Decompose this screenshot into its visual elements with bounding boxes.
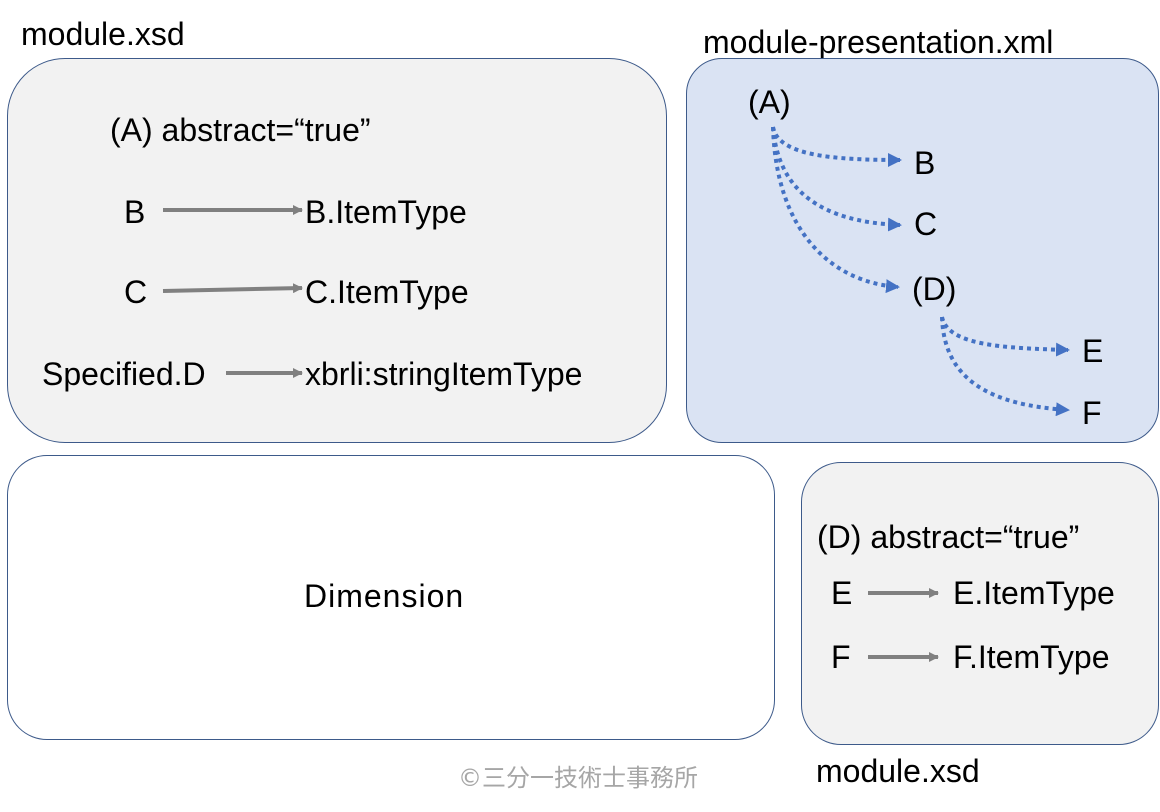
element-e-type: E.ItemType xyxy=(953,575,1115,611)
element-b-type: B.ItemType xyxy=(305,194,467,230)
element-c-type: C.ItemType xyxy=(305,274,469,310)
copyright-text: ©三分一技術士事務所 xyxy=(458,764,698,792)
element-b-label: B xyxy=(124,194,146,230)
element-specified-d-type: xbrli:stringItemType xyxy=(305,356,583,392)
dimension-box xyxy=(7,455,775,740)
top-left-abstract-line: (A) abstract=“true” xyxy=(110,112,371,148)
element-e-label: E xyxy=(831,575,853,611)
presentation-box xyxy=(686,58,1159,443)
top-left-file-label: module.xsd xyxy=(21,16,185,52)
presentation-child-c: C xyxy=(914,206,938,242)
bottom-right-abstract-line: (D) abstract=“true” xyxy=(817,519,1080,555)
element-f-type: F.ItemType xyxy=(953,639,1110,675)
element-specified-d-label: Specified.D xyxy=(42,356,206,392)
bottom-right-module-box xyxy=(801,462,1159,745)
presentation-grandchild-e: E xyxy=(1082,333,1104,369)
bottom-right-file-label: module.xsd xyxy=(816,753,980,789)
element-c-label: C xyxy=(124,274,148,310)
presentation-grandchild-f: F xyxy=(1082,395,1102,431)
top-right-file-label: module-presentation.xml xyxy=(703,24,1054,60)
top-left-module-box xyxy=(7,58,667,443)
element-f-label: F xyxy=(831,639,851,675)
dimension-label: Dimension xyxy=(304,578,465,614)
presentation-root-a: (A) xyxy=(748,84,791,120)
presentation-child-b: B xyxy=(914,145,936,181)
presentation-child-d: (D) xyxy=(912,271,957,307)
